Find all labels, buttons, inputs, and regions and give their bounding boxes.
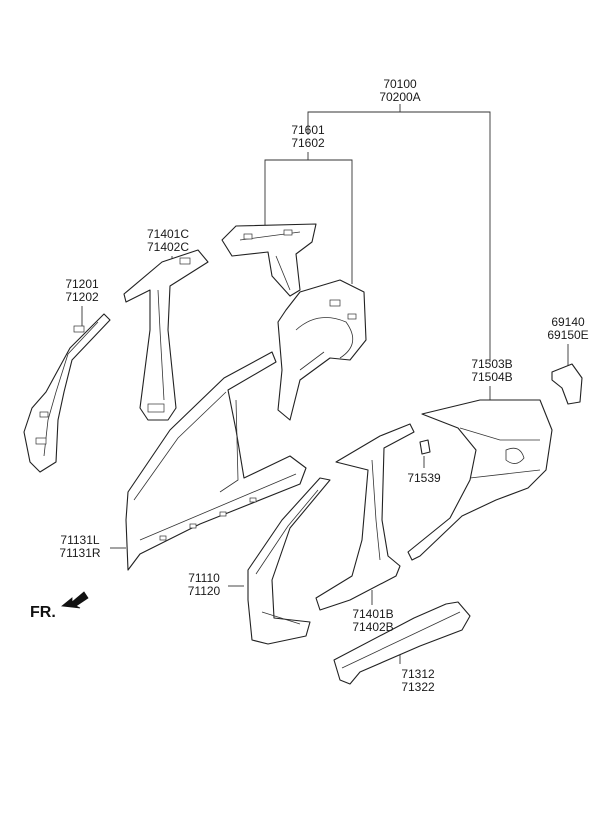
sill-part xyxy=(333,601,471,685)
callout-b-pillar-upper: 71401C 71402C xyxy=(136,228,200,254)
front-outer-part xyxy=(247,477,331,645)
part-number: 71110 xyxy=(188,571,220,585)
callout-bracket: 69140 69150E xyxy=(538,316,598,342)
callout-clip: 71539 xyxy=(398,472,450,485)
part-number: 70100 xyxy=(383,77,417,91)
rear-inner-lower-part xyxy=(277,279,367,421)
part-number: 71120 xyxy=(187,584,221,598)
part-number: 71201 xyxy=(65,277,99,291)
part-number: 71602 xyxy=(291,136,325,150)
part-number: 71504B xyxy=(471,370,513,384)
part-number: 71131L xyxy=(60,533,100,547)
part-number: 71402C xyxy=(146,240,190,254)
front-direction-label: FR. xyxy=(30,604,56,621)
rear-inner-upper-part xyxy=(221,223,317,297)
callout-b-pillar-outer: 71401B 71402B xyxy=(342,608,404,634)
part-number: 71401B xyxy=(352,607,394,621)
callout-quarter-panel: 71503B 71504B xyxy=(460,358,524,384)
quarter-panel-part xyxy=(407,399,553,561)
callout-rear-inner: 71601 71602 xyxy=(278,124,338,150)
part-number: 71131R xyxy=(59,546,101,560)
bracket-part xyxy=(551,363,583,405)
part-number: 69140 xyxy=(551,315,585,329)
part-number: 71202 xyxy=(65,290,99,304)
callout-assembly: 70100 70200A xyxy=(370,78,430,104)
callout-front-outer: 71110 71120 xyxy=(178,572,230,598)
part-number: 69150E xyxy=(547,328,589,342)
callout-a-pillar-inner: 71201 71202 xyxy=(54,278,110,304)
part-number: 71503B xyxy=(471,357,513,371)
part-number: 70200A xyxy=(379,90,421,104)
part-number: 71312 xyxy=(401,667,435,681)
callout-sill: 71312 71322 xyxy=(390,668,446,694)
a-pillar-inner-part xyxy=(23,313,111,473)
part-number: 71401C xyxy=(146,227,190,241)
part-number: 71322 xyxy=(401,680,435,694)
part-number: 71402B xyxy=(352,620,394,634)
b-pillar-upper-part xyxy=(123,249,209,421)
side-outer-panel-part xyxy=(125,351,307,571)
callout-side-outer: 71131L 71131R xyxy=(50,534,110,560)
clip-part xyxy=(419,439,431,455)
front-arrow-icon xyxy=(60,591,89,609)
b-pillar-outer-part xyxy=(315,423,415,611)
part-number: 71601 xyxy=(291,123,325,137)
leader-lines xyxy=(81,104,569,664)
part-number: 71539 xyxy=(407,471,441,485)
